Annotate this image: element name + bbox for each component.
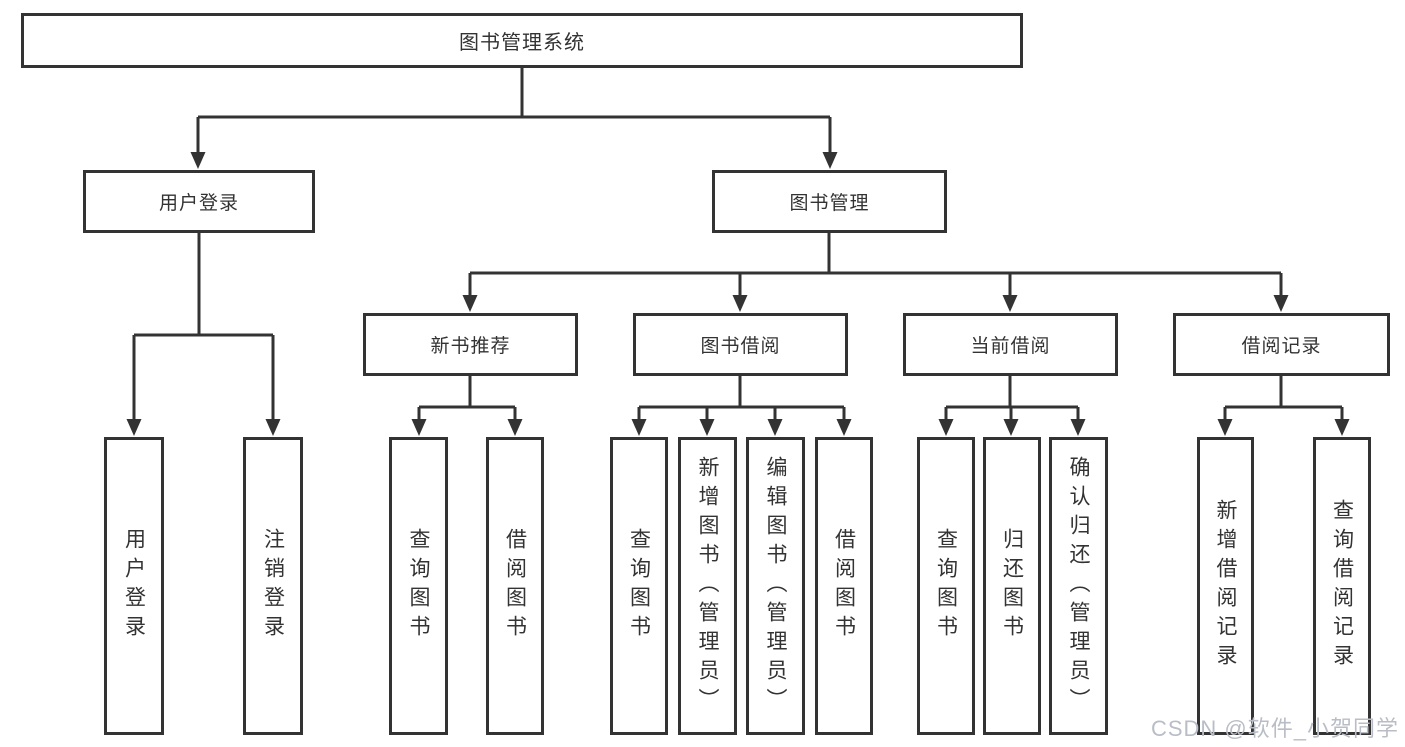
leaf-add-borrow-record: 新增借阅记录 bbox=[1197, 437, 1254, 735]
node-borrow-record-label: 借阅记录 bbox=[1241, 336, 1322, 357]
leaf-query-borrow-record: 查询借阅记录 bbox=[1313, 437, 1371, 735]
node-borrow-record: 借阅记录 bbox=[1173, 313, 1390, 376]
csdn-watermark: CSDN @软件_小贺同学 bbox=[1150, 716, 1399, 741]
leaf-edit-book-admin-label: 编辑图书（管理员） bbox=[764, 455, 787, 717]
node-new-book-recommend-label: 新书推荐 bbox=[430, 336, 511, 357]
leaf-confirm-return-admin-label: 确认归还（管理员） bbox=[1067, 455, 1090, 717]
leaf-borrow-book-label: 借阅图书 bbox=[832, 528, 856, 644]
leaf-recommend-query-book: 查询图书 bbox=[389, 437, 448, 735]
node-book-management-label: 图书管理 bbox=[789, 193, 870, 214]
node-book-borrow-label: 图书借阅 bbox=[700, 336, 781, 357]
leaf-add-book-admin-label: 新增图书（管理员） bbox=[696, 455, 719, 717]
node-current-borrow: 当前借阅 bbox=[903, 313, 1118, 376]
leaf-add-borrow-record-label: 新增借阅记录 bbox=[1214, 499, 1237, 673]
leaf-recommend-query-book-label: 查询图书 bbox=[407, 528, 430, 644]
leaf-recommend-borrow-book: 借阅图书 bbox=[486, 437, 544, 735]
node-book-borrow: 图书借阅 bbox=[633, 313, 848, 376]
leaf-recommend-borrow-book-label: 借阅图书 bbox=[503, 528, 527, 644]
node-user-login: 用户登录 bbox=[83, 170, 315, 233]
leaf-user-login-label: 用户登录 bbox=[122, 528, 146, 644]
node-root-system: 图书管理系统 bbox=[21, 13, 1023, 68]
leaf-return-book: 归还图书 bbox=[983, 437, 1041, 735]
leaf-add-book-admin: 新增图书（管理员） bbox=[678, 437, 737, 735]
leaf-edit-book-admin: 编辑图书（管理员） bbox=[746, 437, 805, 735]
node-root-system-label: 图书管理系统 bbox=[459, 32, 585, 54]
leaf-user-login: 用户登录 bbox=[104, 437, 164, 735]
leaf-logout-label: 注销登录 bbox=[261, 528, 285, 644]
leaf-borrow-book: 借阅图书 bbox=[815, 437, 873, 735]
leaf-logout: 注销登录 bbox=[243, 437, 303, 735]
leaf-return-book-label: 归还图书 bbox=[1000, 528, 1024, 644]
leaf-borrow-query-book-label: 查询图书 bbox=[627, 528, 651, 644]
leaf-current-query-book: 查询图书 bbox=[917, 437, 975, 735]
leaf-borrow-query-book: 查询图书 bbox=[610, 437, 668, 735]
node-new-book-recommend: 新书推荐 bbox=[363, 313, 578, 376]
node-current-borrow-label: 当前借阅 bbox=[970, 336, 1051, 357]
node-book-management: 图书管理 bbox=[712, 170, 947, 233]
leaf-current-query-book-label: 查询图书 bbox=[934, 528, 958, 644]
leaf-confirm-return-admin: 确认归还（管理员） bbox=[1049, 437, 1108, 735]
node-user-login-label: 用户登录 bbox=[158, 193, 239, 214]
leaf-query-borrow-record-label: 查询借阅记录 bbox=[1330, 499, 1354, 673]
